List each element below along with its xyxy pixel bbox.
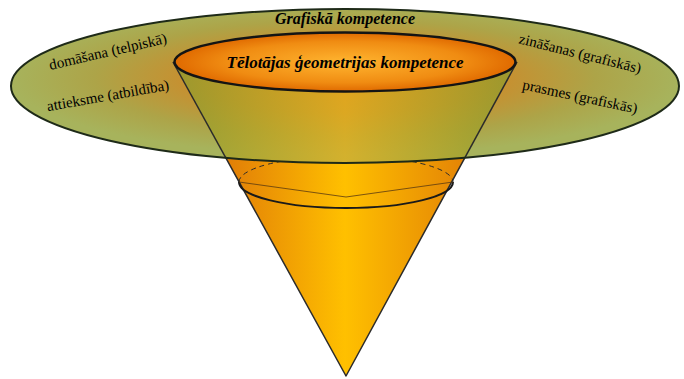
cone-band-front: [239, 182, 453, 208]
core-title: Tēlotājas ģeometrijas kompetence: [226, 54, 463, 71]
cone-body: [173, 62, 517, 376]
outer-ellipse: Tēlotājas ģeometrijas kompetence Grafiskā…: [10, 8, 680, 164]
inner-border: [175, 33, 516, 92]
inner-ellipse: Tēlotājas ģeometrijas kompetence: [173, 31, 517, 93]
outer-border: [11, 9, 679, 163]
cone-inner-line: [239, 182, 453, 197]
band-title: Grafiskā kompetence: [275, 11, 415, 27]
